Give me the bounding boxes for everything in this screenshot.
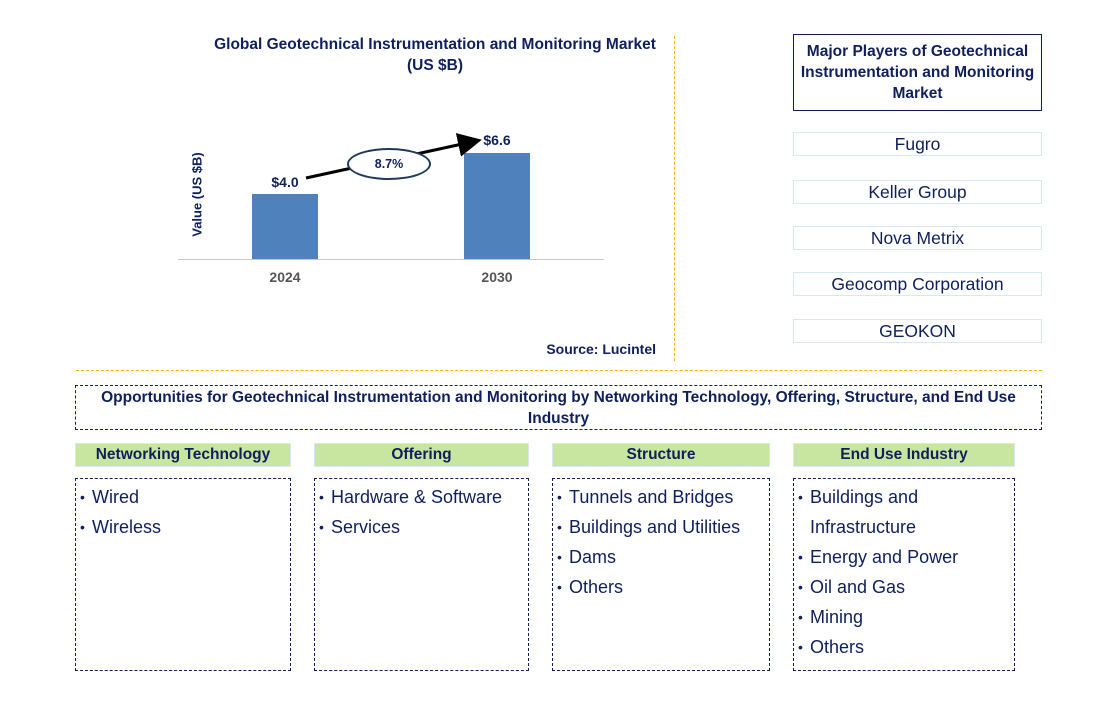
category-header-networking-technology: Networking Technology [75,443,291,467]
category-list-offering: •Hardware & Software •Services [314,478,529,671]
bar-2030 [464,153,530,260]
list-item: •Buildings and Infrastructure [798,487,919,537]
category-header-offering: Offering [314,443,529,467]
list-item: •Mining [798,607,864,627]
list-item: •Hardware & Software [319,487,503,507]
player-geokon: GEOKON [793,319,1042,343]
player-geocomp: Geocomp Corporation [793,272,1042,296]
horizontal-divider [76,370,1042,371]
player-nova-metrix: Nova Metrix [793,226,1042,250]
list-item: •Energy and Power [798,547,959,567]
source-label: Source: Lucintel [546,341,656,357]
list-item: •Others [557,577,624,597]
category-list-end-use-industry: •Buildings and Infrastructure •Energy an… [793,478,1015,671]
y-axis-label: Value (US $B) [189,152,205,237]
bar-2024 [252,194,318,260]
list-item: •Wired [80,487,140,507]
vertical-divider [674,36,675,361]
list-item: •Tunnels and Bridges [557,487,734,507]
x-axis-line [178,259,604,260]
category-list-structure: •Tunnels and Bridges •Buildings and Util… [552,478,770,671]
list-item: •Buildings and Utilities [557,517,741,537]
category-header-end-use-industry: End Use Industry [793,443,1015,467]
player-keller-group: Keller Group [793,180,1042,204]
list-item: •Others [798,637,865,657]
x-tick-2024: 2024 [269,269,301,285]
list-item: •Dams [557,547,617,567]
players-title: Major Players of Geotechnical Instrument… [793,34,1042,111]
list-item: •Services [319,517,401,537]
opportunities-title: Opportunities for Geotechnical Instrumen… [75,385,1042,430]
chart-title: Global Geotechnical Instrumentation and … [214,36,656,74]
bar-value-2024: $4.0 [271,174,299,190]
bar-value-2030: $6.6 [483,132,511,148]
cagr-badge: 8.7% [347,148,431,180]
category-header-structure: Structure [552,443,770,467]
list-item: •Oil and Gas [798,577,906,597]
x-tick-2030: 2030 [481,269,513,285]
player-fugro: Fugro [793,132,1042,156]
list-item: •Wireless [80,517,162,537]
category-list-networking-technology: •Wired •Wireless [75,478,291,671]
